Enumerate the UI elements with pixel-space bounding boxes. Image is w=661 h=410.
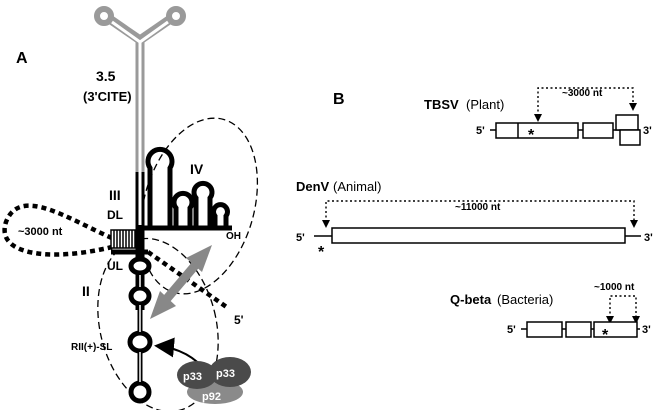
long-distance-loop — [2, 203, 113, 257]
qbeta-interaction-bracket — [609, 295, 637, 318]
qbeta-host: (Bacteria) — [497, 292, 553, 307]
tbsv-genome: TBSV (Plant) ~3000 nt 5' 3' * — [424, 87, 652, 146]
rii-label: RII(+)-SL — [71, 342, 112, 353]
protein-p33-left: p33 — [183, 371, 202, 383]
dl-label: DL — [107, 208, 123, 222]
denv-interaction-bracket — [325, 200, 635, 222]
tbsv-distance: ~3000 nt — [562, 88, 603, 99]
denv-star: * — [318, 244, 325, 261]
domain-ii-label: II — [82, 283, 90, 299]
denv-name: DenV — [296, 179, 330, 194]
qbeta-star: * — [602, 327, 609, 344]
qbeta-five-prime: 5' — [507, 324, 516, 336]
cite-name: (3'CITE) — [83, 89, 132, 104]
loop-length-label: ~3000 nt — [18, 226, 63, 238]
qbeta-name: Q-beta — [450, 292, 492, 307]
domain-iii-label: III — [109, 187, 121, 203]
tbsv-star: * — [528, 127, 535, 144]
panel-a-letter: A — [16, 50, 28, 67]
tbsv-three-prime: 3' — [643, 125, 652, 137]
qbeta-three-prime: 3' — [642, 324, 651, 336]
five-prime-label: 5' — [234, 313, 244, 327]
cite-number: 3.5 — [96, 68, 116, 84]
ul-label: UL — [107, 259, 123, 273]
double-headed-gray-arrow — [150, 245, 212, 319]
denv-host: (Animal) — [333, 179, 381, 194]
domain-iv-hairpins — [144, 146, 232, 231]
qbeta-genome: ~1000 nt Q-beta (Bacteria) 5' 3' * — [450, 282, 651, 344]
qbeta-distance: ~1000 nt — [594, 282, 635, 293]
protein-p33-right: p33 — [216, 368, 235, 380]
tbsv-name: TBSV — [424, 97, 459, 112]
denv-five-prime: 5' — [296, 232, 305, 244]
oh-label: OH — [226, 231, 241, 242]
protein-p33-right-blob — [209, 357, 251, 387]
panel-b-letter: B — [333, 91, 345, 108]
tbsv-interaction-bracket — [537, 87, 634, 116]
tbsv-host: (Plant) — [466, 97, 504, 112]
tbsv-five-prime: 5' — [476, 125, 485, 137]
domain-iv-label: IV — [190, 161, 204, 177]
kissing-interaction-box — [110, 229, 136, 249]
denv-three-prime: 3' — [644, 232, 653, 244]
domain-iv-ellipse — [139, 117, 259, 295]
protein-p92: p92 — [202, 391, 221, 403]
denv-genome: DenV (Animal) ~11000 nt 5' 3' * — [296, 179, 653, 261]
replicase-proteins — [177, 357, 251, 404]
denv-distance: ~11000 nt — [455, 202, 501, 213]
protein-p33-left-blob — [177, 361, 217, 389]
